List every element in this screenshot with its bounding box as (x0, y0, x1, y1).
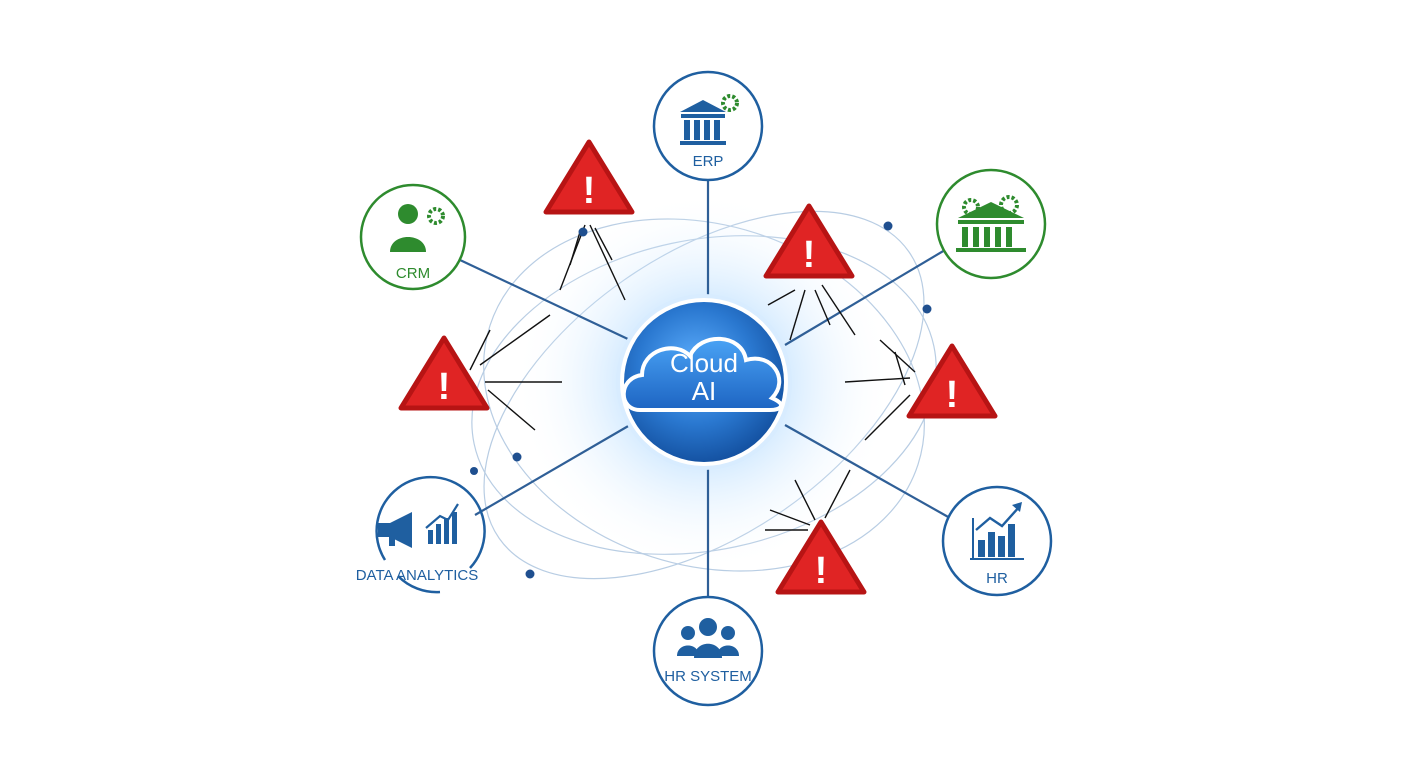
svg-text:!: ! (946, 374, 959, 416)
hub-title-line2: AI (692, 376, 717, 406)
warning-triangle-icon[interactable]: ! (906, 343, 998, 419)
hr-node[interactable]: HR (941, 485, 1053, 597)
data-analytics-node[interactable]: DATA ANALYTICS (356, 475, 486, 594)
hr-system-node[interactable]: HR SYSTEM (652, 595, 764, 707)
bank-gear-icon (680, 94, 739, 145)
spoke-lines (459, 180, 951, 600)
spoke-crm (459, 259, 631, 341)
people-group-icon (677, 618, 739, 658)
cloud-icon (621, 336, 784, 412)
alert-burst-lines (469, 224, 916, 531)
hub-title-line1: Cloud (670, 348, 738, 378)
hr-label: HR (986, 570, 1008, 587)
spoke-analytics (474, 424, 631, 516)
data-analytics-label: DATA ANALYTICS (356, 567, 479, 584)
crm-node[interactable]: CRM (359, 183, 467, 291)
megaphone-chart-icon (378, 503, 459, 548)
svg-text:!: ! (438, 366, 451, 408)
cloud-ai-hub[interactable]: Cloud AI (616, 294, 792, 470)
hr-system-label: HR SYSTEM (664, 668, 752, 685)
svg-text:!: ! (583, 170, 596, 212)
building-gears-icon (956, 195, 1026, 252)
spoke-hr (784, 424, 951, 519)
warning-triangle-icon[interactable]: ! (398, 335, 490, 411)
svg-text:!: ! (815, 550, 828, 592)
warning-triangle-icon[interactable]: ! (775, 519, 867, 595)
spoke-green (784, 249, 946, 346)
warning-triangle-icon[interactable]: ! (763, 203, 855, 279)
bar-chart-trend-icon (970, 502, 1024, 560)
erp-node[interactable]: ERP (652, 70, 764, 182)
erp-label: ERP (693, 153, 724, 170)
person-gear-icon (390, 204, 445, 252)
building-gears-node[interactable] (935, 168, 1047, 280)
svg-text:!: ! (803, 234, 816, 276)
connector-dots (470, 221, 932, 579)
crm-label: CRM (396, 265, 430, 282)
warning-triangle-icon[interactable]: ! (543, 139, 635, 215)
warning-alerts: ! ! ! ! ! (398, 139, 998, 595)
